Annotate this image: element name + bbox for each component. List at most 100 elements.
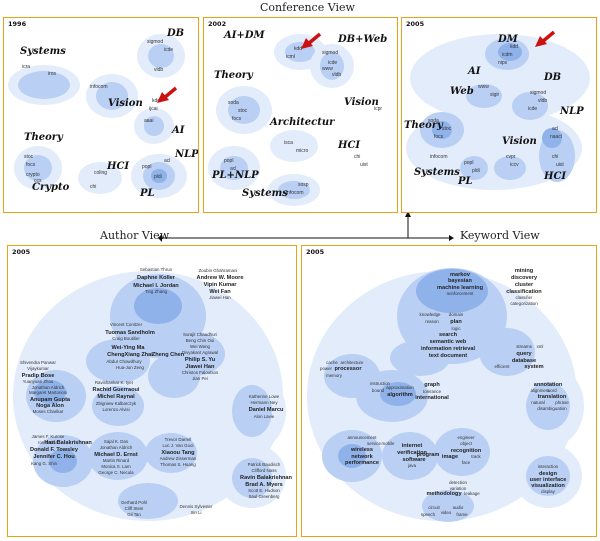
author-name: Monica S. Lam — [101, 464, 131, 469]
author-name: Sebastian Thrun — [140, 267, 173, 272]
keyword-term: leakage — [464, 491, 480, 496]
author-name: Cliff Stein — [125, 506, 144, 511]
author-name: Jonathan Aldrich — [100, 445, 133, 450]
venue-word: stoc — [238, 108, 248, 114]
cluster-label-db-web: DB+Web — [337, 34, 387, 45]
author-name: Clifford Nass — [251, 468, 277, 473]
keyword-term: architecture — [341, 360, 364, 365]
author-view-title: Author View — [100, 229, 170, 242]
venue-word: kdd — [294, 46, 302, 52]
keyword-term: tolerance — [423, 389, 442, 394]
author-name: Andrew Zisserman — [160, 456, 197, 461]
keyword-term: object — [460, 441, 472, 446]
keyword-term: classification — [506, 289, 542, 295]
keyword-term: circuit — [428, 505, 440, 510]
venue-word: www — [322, 66, 333, 72]
author-name: Patrick Baudisch — [248, 462, 281, 467]
cluster-blobs — [8, 34, 187, 198]
cluster-label-theory: Theory — [24, 132, 64, 143]
author-name: Jiawei Han — [186, 364, 215, 370]
cluster-label-hci: HCI — [106, 161, 129, 172]
keyword-term: cache — [326, 360, 338, 365]
venue-word: kdd — [152, 98, 160, 104]
venue-word: popl — [142, 164, 151, 170]
keyword-term: verification — [397, 450, 427, 456]
author-name: Wei Fan — [209, 289, 231, 295]
keyword-term: text document — [429, 353, 467, 359]
author-name: Surajit Chaudhuri — [183, 332, 217, 337]
venue-word: icdm — [502, 52, 513, 58]
cluster-label-pl: PL — [139, 188, 155, 199]
venue-word: infocom — [90, 84, 108, 90]
venue-word: popl — [464, 160, 473, 166]
panel-year: 1996 — [8, 20, 27, 28]
keyword-term: phrase — [555, 400, 569, 405]
keyword-term: visualization — [531, 483, 565, 489]
author-name: ChengXiang Zhai — [107, 352, 153, 358]
author-name: Kang G. Shin — [31, 461, 58, 466]
author-name: Daniel Marcu — [249, 407, 284, 413]
keyword-term: search — [439, 332, 458, 338]
keyword-term: bound — [372, 388, 385, 393]
venue-word: icde — [528, 106, 537, 112]
venue-word: acl — [164, 158, 170, 164]
keyword-term: program — [417, 452, 440, 458]
author-name: Jiawei Han — [209, 295, 231, 300]
keyword-term: variation — [450, 486, 467, 491]
author-name: Moses Charikar — [33, 409, 64, 414]
venue-word: micro — [296, 148, 308, 154]
cluster-label-systems: Systems — [414, 167, 460, 178]
author-name: Pradip Bose — [22, 373, 55, 379]
conference-panel-2002: 2002 AI+DM DB+Web Theory Vision Architec… — [203, 17, 398, 213]
keyword-term: recognition — [451, 448, 482, 454]
keyword-term: methodology — [426, 491, 462, 497]
author-name: Wei Wang — [190, 344, 211, 349]
keyword-term: engineer — [457, 435, 475, 440]
keyword-term: streams — [516, 344, 532, 349]
author-name: Hari Balakrishnan — [44, 440, 92, 446]
cluster-label-nlp: NLP — [174, 149, 199, 160]
keyword-term: logic — [451, 326, 461, 331]
keyword-term: machine learning — [437, 285, 484, 291]
author-name: Yuanyuan Zhou — [23, 379, 54, 384]
venue-word: nips — [498, 60, 508, 66]
cluster-label-theory: Theory — [214, 70, 254, 81]
keyword-term: speech — [421, 512, 436, 517]
author-name: Ting Zhang — [145, 289, 168, 294]
keyword-term: reason — [425, 319, 439, 324]
cluster-label-db: DB — [543, 72, 561, 83]
keyword-term: design — [539, 471, 558, 477]
venue-word: iros — [48, 71, 57, 77]
author-name: Gil Tan — [127, 512, 141, 517]
author-name: Ravishankar K. Iyer — [95, 380, 134, 385]
keyword-term: xml — [537, 344, 544, 349]
venue-word: ccs — [34, 178, 42, 184]
keyword-term: mobile — [382, 441, 395, 446]
keyword-term: database — [512, 358, 536, 364]
keyword-term: announcement — [347, 435, 377, 440]
cluster-label-pl-nlp: PL+NLP — [211, 170, 259, 181]
cluster-blobs — [307, 268, 584, 522]
author-name: Hermann Ney — [250, 400, 278, 405]
cluster-blobs — [13, 271, 286, 521]
cluster-label-hci: HCI — [543, 171, 566, 182]
keyword-term: processor — [334, 366, 362, 372]
author-name: Jennifer C. Hou — [33, 454, 75, 460]
keyword-term: user interface — [530, 477, 567, 483]
author-name: Jian Pei — [192, 376, 208, 381]
author-name: Luc J. Van Gool — [163, 443, 194, 448]
venue-word: infocom — [430, 154, 448, 160]
keyword-term: semantic web — [430, 339, 467, 345]
keyword-term: translation — [538, 394, 567, 400]
keyword-term: domain — [449, 312, 464, 317]
venue-word: infocom — [286, 190, 304, 196]
keyword-view-title: Keyword View — [460, 229, 540, 242]
author-name: Craig Boutilier — [112, 336, 140, 341]
author-name: Trevor Darrell — [165, 437, 192, 442]
cluster-blobs — [406, 34, 590, 190]
author-name: Philip S. Yu — [185, 357, 216, 363]
panel-year: 2005 — [306, 248, 325, 256]
cluster-label-systems: Systems — [20, 46, 66, 57]
keyword-term: annotation — [534, 382, 563, 388]
